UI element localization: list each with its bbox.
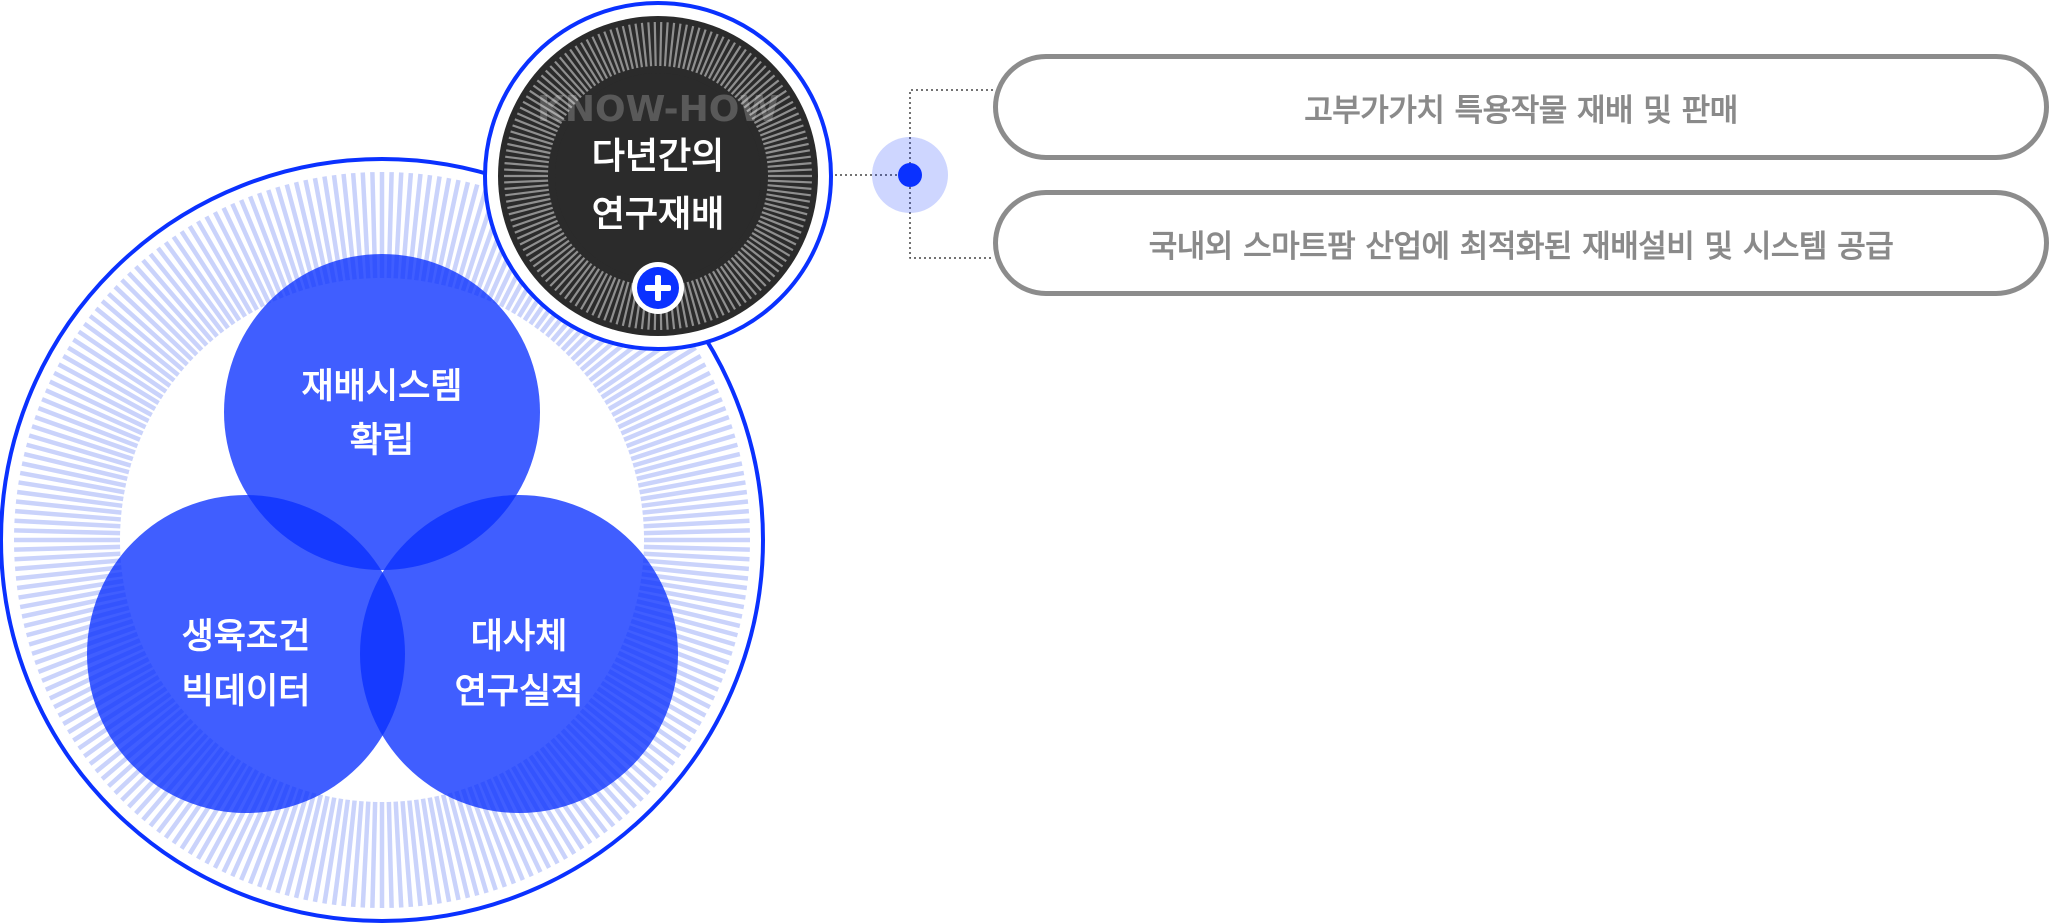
venn-circle-right[interactable] <box>360 495 678 813</box>
knowhow-watermark: KNOW-HOW <box>537 89 779 130</box>
plus-icon[interactable] <box>632 262 684 314</box>
venn-right-label-2: 연구실적 <box>455 672 584 712</box>
feature-pill: 고부가가치 특용작물 재배 및 판매 <box>993 54 2049 160</box>
feature-text: 국내외 스마트팜 산업에 최적화된 재배설비 및 시스템 공급 <box>1148 228 1894 265</box>
venn-top-label-1: 재배시스템 <box>301 367 462 407</box>
feature-pill: 국내외 스마트팜 산업에 최적화된 재배설비 및 시스템 공급 <box>993 190 2049 296</box>
venn-left-label-2: 빅데이터 <box>182 672 311 712</box>
venn-circle-top[interactable] <box>224 254 540 570</box>
venn-top-label-2: 확립 <box>350 421 414 461</box>
venn-left-label-1: 생육조건 <box>182 617 311 657</box>
knowhow-label-1: 다년간의 <box>592 136 724 177</box>
venn-right-label-1: 대사체 <box>471 617 568 657</box>
venn-group <box>87 254 678 813</box>
feature-text: 고부가가치 특용작물 재배 및 판매 <box>1304 92 1738 129</box>
connector-dot-icon[interactable] <box>872 137 948 213</box>
big-tick-ring <box>14 172 750 908</box>
venn-circle-left[interactable] <box>87 495 405 813</box>
knowhow-badge[interactable]: KNOW-HOW 다년간의 연구재배 <box>483 1 833 351</box>
knowhow-label-2: 연구재배 <box>592 194 724 235</box>
